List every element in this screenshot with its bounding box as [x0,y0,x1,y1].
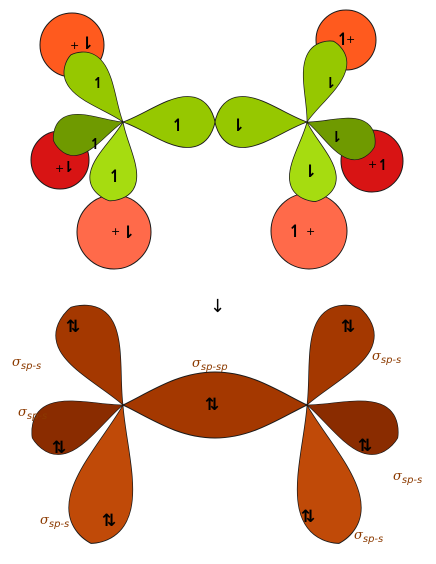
spin-down-hybrid-bridge-right: ⇂ [231,116,245,136]
sigma-labels: σsp-s σsp-s σsp-s σsp-sp σsp-s σsp-s σsp… [12,349,422,545]
spin-pair-upper-left: ⇅ [66,317,80,337]
spin-up-hybrid-upper-left: ↿ [92,74,105,92]
hybrid-lobe-bridge-left [122,96,216,148]
spin-up-hybrid-lower-left: ↿ [108,167,122,187]
sigma-label-upper-left: σsp-s [12,355,41,372]
sigma-label-mid-right: σsp-s [393,469,422,486]
hybrid-lobe-bridge-right [214,96,308,148]
spin-down-hybrid-lower-right: ⇂ [303,162,317,182]
spin-pair-mid-left: ⇅ [52,438,66,458]
plus-sign-s-lower-left: + [111,225,120,238]
plus-sign-s-upper-right: + [346,33,355,46]
spin-pair-lower-left: ⇅ [102,511,116,531]
spin-down-s-lower-left: ⇂ [121,223,135,243]
plus-sign-s-mid-right: + [368,158,377,171]
bottom-electron-pairs: ⇅ ⇅ ⇅ ⇅ ⇅ ⇅ ⇅ [52,317,372,531]
top-right-fragment [214,9,404,270]
spin-up-hybrid-mid-left: ↿ [89,135,102,153]
sigma-label-lower-right: σsp-s [354,528,383,545]
top-left-fragment [30,12,216,270]
sigma-label-center: σsp-sp [192,356,228,373]
top-electron-labels: + ⇂ ↿ + ⇂ ↿ ↿ + ⇂ ↿ ⇂ ↿ + ⇂ ⇂ + ↿ ⇂ ↿ + [55,30,390,243]
reaction-arrow: ↓ [210,296,225,317]
sigma-label-mid-left: σsp-s [18,405,47,422]
spin-pair-upper-right: ⇅ [341,317,355,337]
spin-down-s-mid-left: ⇂ [62,158,75,176]
spin-up-s-mid-right: ↿ [377,156,390,174]
sigma-label-lower-left: σsp-s [40,513,69,530]
spin-pair-center: ⇅ [205,395,219,415]
spin-up-hybrid-bridge-left: ↿ [171,116,185,136]
spin-down-hybrid-mid-right: ⇂ [330,128,343,146]
plus-sign-s-upper-left: + [70,39,79,52]
spin-pair-mid-right: ⇅ [358,436,372,456]
spin-down-hybrid-upper-right: ⇂ [324,74,337,92]
plus-sign-s-lower-right: + [306,225,315,238]
spin-down-s-upper-left: ⇂ [80,34,94,54]
spin-pair-lower-right: ⇅ [301,507,315,527]
spin-up-s-upper-right: ↿ [336,30,350,50]
spin-up-s-lower-right: ↿ [288,222,302,242]
plus-sign-s-mid-left: + [55,162,64,175]
sigma-label-upper-right: σsp-s [372,349,401,366]
